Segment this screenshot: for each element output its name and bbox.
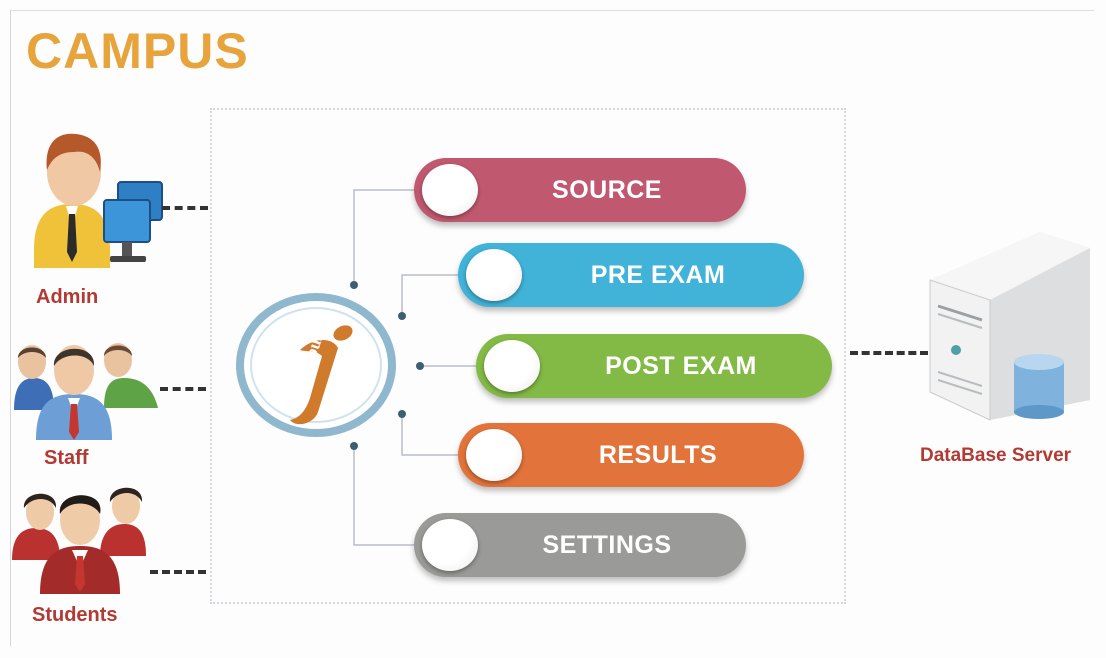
actor-label-admin: Admin — [36, 286, 99, 308]
actor-label-students: Students — [32, 604, 118, 626]
module-label-source: SOURCE — [552, 176, 662, 204]
module-label-post-exam: POST EXAM — [605, 352, 757, 380]
module-knob — [466, 249, 522, 301]
database-server-icon — [929, 232, 1090, 421]
module-label-results: RESULTS — [598, 441, 718, 469]
campus-logo-icon: Campus — [236, 293, 396, 437]
module-source[interactable]: SOURCE — [414, 158, 746, 222]
module-knob — [484, 340, 540, 392]
database-label: DataBase Server — [920, 445, 1072, 466]
module-label-pre-exam: PRE EXAM — [590, 261, 726, 289]
computer-icon — [103, 181, 163, 262]
staff-group-icon — [14, 343, 158, 440]
module-settings[interactable]: SETTINGS — [414, 513, 746, 577]
module-knob — [422, 519, 478, 571]
module-label-settings: SETTINGS — [542, 531, 672, 559]
actor-label-staff: Staff — [44, 447, 89, 469]
page-title: CAMPUS — [26, 23, 249, 79]
students-connector — [150, 570, 206, 574]
staff-connector — [160, 387, 206, 391]
module-knob — [466, 429, 522, 481]
module-pre-exam[interactable]: PRE EXAM — [458, 243, 804, 307]
campus-panel — [210, 108, 846, 604]
module-post-exam[interactable]: POST EXAM — [476, 334, 832, 398]
admin-connector — [162, 206, 208, 210]
admin-person-icon — [34, 133, 110, 268]
database-connector — [850, 351, 928, 355]
diagram-frame — [10, 10, 1094, 646]
module-knob — [422, 164, 478, 216]
students-group-icon — [12, 487, 146, 594]
module-results[interactable]: RESULTS — [458, 423, 804, 487]
